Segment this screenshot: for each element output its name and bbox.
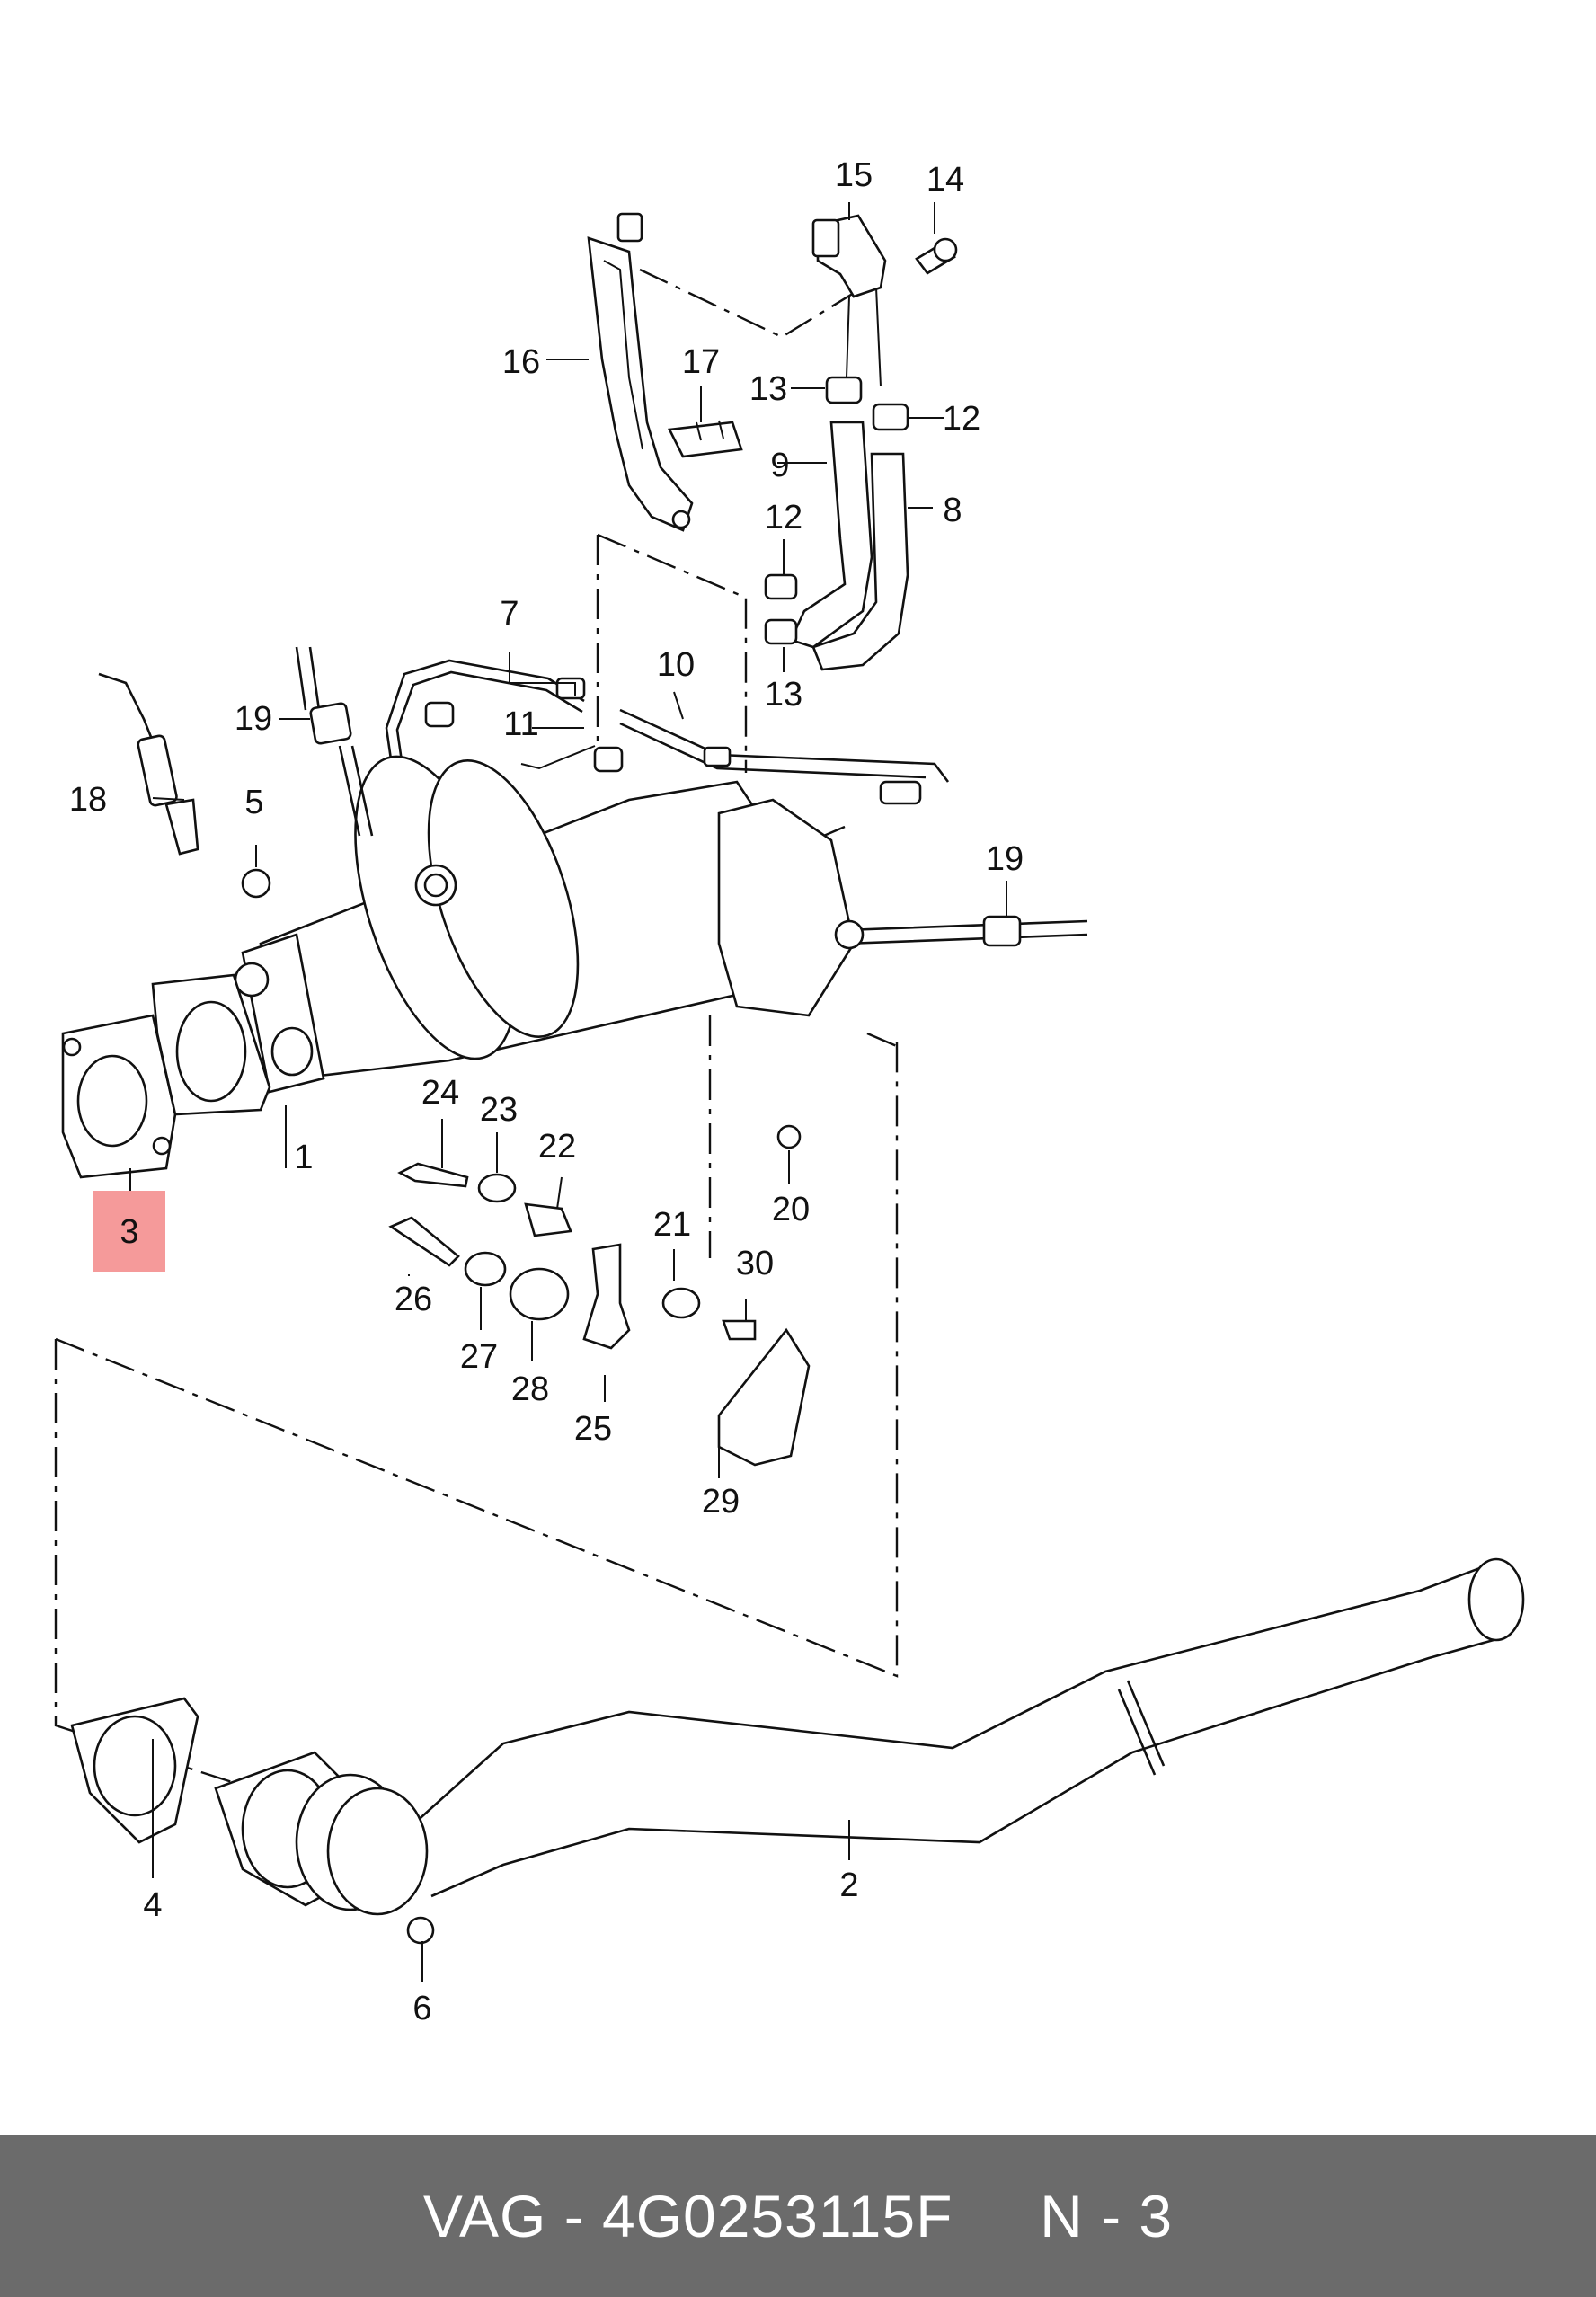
callout-12b: 12 [765,499,802,537]
assembly-frame-lines [54,268,900,1790]
particulate-filter-part-1 [234,755,856,1094]
temperature-sensor-part-19a [295,646,374,837]
lambda-sensor-part-18 [98,672,200,856]
temperature-sensor-part-19b [834,915,1088,950]
callout-12a: 12 [943,400,980,438]
pressure-pipe-part-10 [619,708,950,805]
nut-part-5 [241,868,271,899]
callout-11: 11 [503,705,538,743]
callout-26: 26 [395,1281,432,1318]
callout-16: 16 [502,343,540,381]
callout-22: 22 [538,1128,576,1166]
callout-1: 1 [294,1139,313,1176]
callout-28: 28 [511,1370,549,1408]
callout-labels: 1 2 3 4 5 6 7 8 9 10 11 12 12 13 13 14 1… [69,156,1024,2027]
flange-part-1b [151,973,271,1116]
callout-29: 29 [702,1483,740,1521]
callout-8: 8 [943,492,962,529]
part-number-footer: VAG - 4G0253115F N - 3 [0,2135,1596,2297]
callout-14: 14 [927,161,964,199]
bracket-part-16 [587,212,694,532]
callout-2: 2 [839,1867,858,1904]
callout-24: 24 [421,1074,459,1112]
callout-27: 27 [460,1338,498,1376]
callout-13a: 13 [749,370,787,408]
callout-19a: 19 [235,700,272,738]
callout-19b: 19 [986,840,1024,878]
callout-4: 4 [143,1886,162,1924]
clip-part-11 [424,701,624,773]
callout-17: 17 [682,343,720,381]
exhaust-parts-diagram: 1 2 3 4 5 6 7 8 9 10 11 12 12 13 13 14 1… [54,156,1525,2027]
clip-part-17 [668,420,743,458]
callout-30: 30 [736,1245,774,1282]
screw-part-14 [915,237,958,275]
callout-13b: 13 [765,676,802,714]
callout-18: 18 [69,781,107,819]
hose-part-8 [811,452,909,671]
footer-part-number-text: VAG - 4G0253115F N - 3 [422,2183,1174,2249]
callout-15: 15 [835,156,873,194]
hose-clamps [764,376,909,645]
hose-part-9 [789,421,873,649]
leader-lines [129,202,1007,1982]
gasket-part-3 [61,1014,177,1179]
callout-3: 3 [120,1213,138,1251]
pressure-sensor-part-15 [811,214,887,387]
gasket-part-4 [70,1697,200,1844]
exhaust-pipe-part-2 [214,1557,1525,1945]
callout-23: 23 [480,1091,518,1129]
callout-21: 21 [653,1206,691,1244]
callout-9: 9 [770,447,789,484]
highlight-box-part-3 [93,1191,165,1272]
mounting-hardware [388,1124,811,1467]
callout-5: 5 [244,784,263,821]
callout-10: 10 [657,646,695,684]
callout-7: 7 [500,595,519,633]
callout-6: 6 [412,1990,431,2027]
callout-25: 25 [574,1410,612,1448]
callout-20: 20 [772,1191,810,1228]
